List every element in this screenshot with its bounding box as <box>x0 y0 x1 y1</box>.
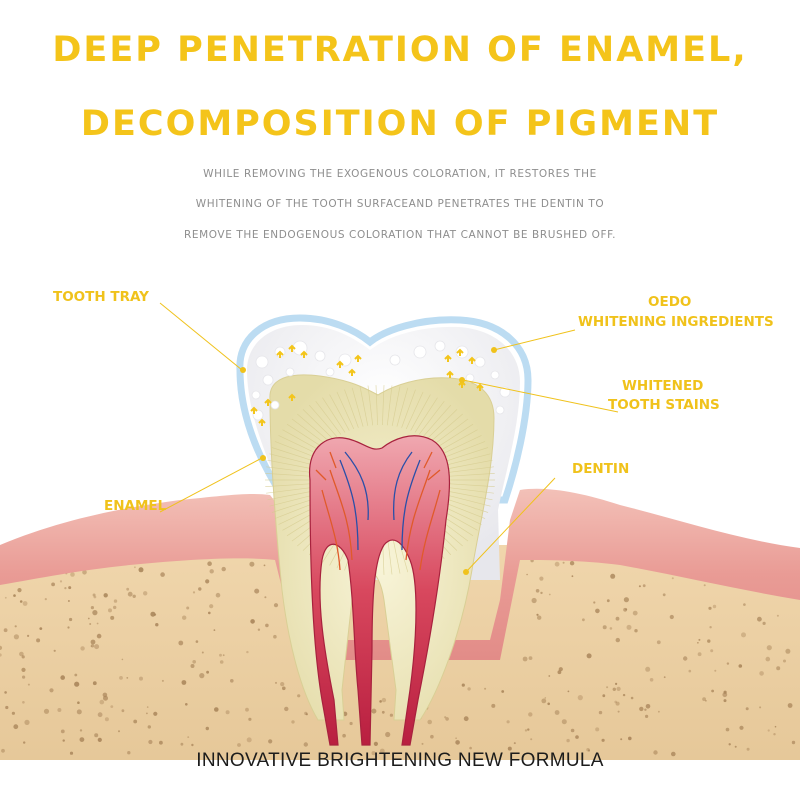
whitening-foam <box>251 340 511 421</box>
label-stains-line1: WHITENED <box>622 378 703 394</box>
description-line-3: REMOVE THE ENDOGENOUS COLORATION THAT CA… <box>183 229 617 241</box>
description-line-2: WHITENING OF THE TOOTH SURFACEAND PENETR… <box>195 198 605 210</box>
description-line-1: WHILE REMOVING THE EXOGENOUS COLORATION,… <box>203 168 597 180</box>
headline-line-2: DECOMPOSITION OF PIGMENT <box>80 104 720 144</box>
label-enamel: ENAMEL <box>104 498 167 514</box>
label-ingredients-line1: OEDO <box>648 294 691 310</box>
pulp-nerves <box>315 451 441 571</box>
gum <box>0 488 800 660</box>
label-ingredients-line2: WHITENING INGREDIENTS <box>578 314 774 330</box>
label-tooth-tray: TOOTH TRAY <box>53 289 149 305</box>
bone-texture <box>0 558 798 757</box>
headline-line-1: DEEP PENETRATION OF ENAMEL, <box>52 30 748 70</box>
label-stains-line2: TOOTH STAINS <box>608 397 720 413</box>
label-connectors <box>159 302 619 575</box>
label-dentin: DENTIN <box>572 461 629 477</box>
footer-tagline: INNOVATIVE BRIGHTENING NEW FORMULA <box>196 750 604 771</box>
ingredient-arrows <box>250 344 484 426</box>
